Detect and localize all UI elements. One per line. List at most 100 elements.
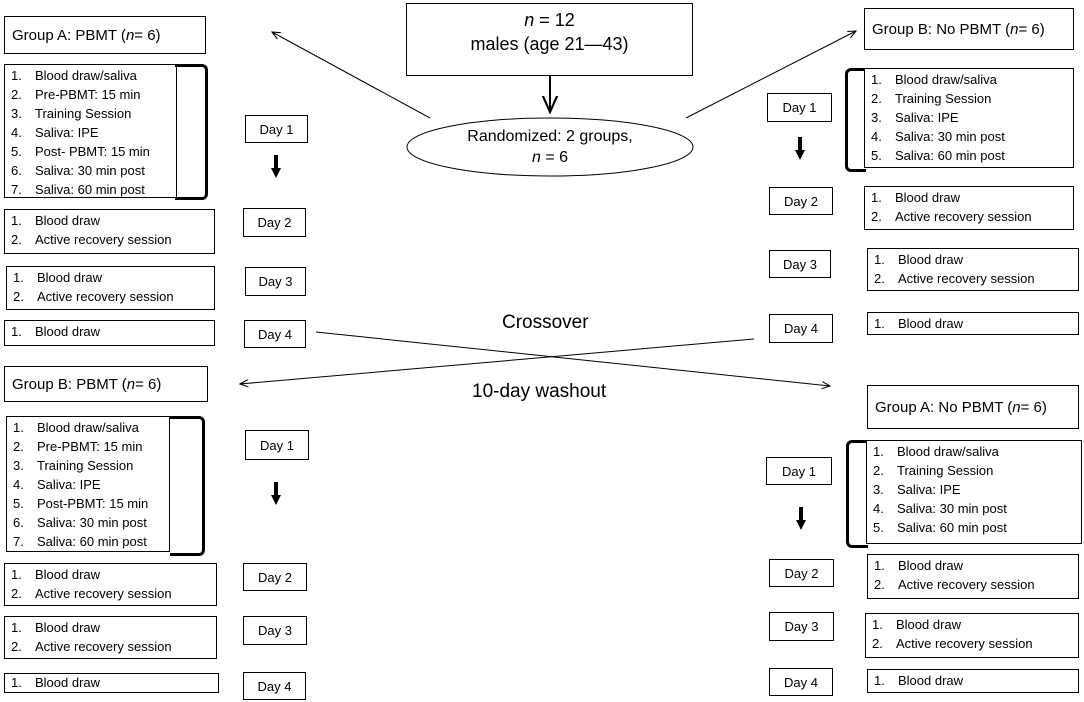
list-item-number: 1. <box>11 675 22 690</box>
list-item-text: Blood draw <box>898 558 964 573</box>
list-item-number: 6. <box>13 515 24 530</box>
list-item: 3.Training Session <box>11 456 165 475</box>
arrow-to-group-b <box>685 31 856 119</box>
list-item: 2.Pre-PBMT: 15 min <box>9 85 172 104</box>
down-arrow-b2 <box>271 482 281 505</box>
list-item: 2.Active recovery session <box>872 269 1074 288</box>
list-item-text: Saliva: 60 min post <box>37 534 147 549</box>
list-item-text: Saliva: 60 min post <box>35 182 145 197</box>
group-a-no-pbmt-title: Group A: No PBMT (n = 6) <box>867 385 1079 429</box>
list-item: 4.Saliva: IPE <box>11 475 165 494</box>
list-item: 3. Training Session <box>9 104 172 123</box>
sample-size-box: n = 12 males (age 21—43) <box>406 3 693 76</box>
list-item-number: 3. <box>871 110 882 125</box>
list-item-number: 4. <box>871 129 882 144</box>
group-b-pbmt-day3: Day 3 <box>243 616 307 645</box>
group-b-day2: Day 2 <box>769 187 833 215</box>
randomized-label: Randomized: 2 groups, n = 6 <box>467 128 633 166</box>
list-item: 5.Saliva: 60 min post <box>869 146 1069 165</box>
list-item-number: 4. <box>11 125 22 140</box>
list-item: 1.Blood draw <box>872 250 1074 269</box>
group-a-no-pbmt-bracket <box>846 440 868 548</box>
list-item-number: 5. <box>873 520 884 535</box>
list-item-number: 2. <box>872 636 883 651</box>
list-item-number: 1. <box>871 72 882 87</box>
list-item-text: Active recovery session <box>37 289 174 304</box>
list-item: 1. Blood draw <box>9 618 212 637</box>
group-a-no-pbmt-day4: Day 4 <box>769 668 833 696</box>
list-item: 1.Blood draw <box>869 188 1069 207</box>
list-item-number: 3. <box>11 106 22 121</box>
group-a-day1: Day 1 <box>245 115 308 143</box>
list-item: 4.Saliva: 30 min post <box>871 499 1077 518</box>
list-item: 1.Blood draw <box>872 314 1074 333</box>
list-item: 1. Blood draw <box>9 565 212 584</box>
list-item-text: Active recovery session <box>35 232 172 247</box>
group-a-no-pbmt-day4-list: 1.Blood draw <box>867 669 1079 693</box>
group-b-pbmt-title: Group B: PBMT (n = 6) <box>4 366 208 402</box>
list-item: 2. Training Session <box>871 461 1077 480</box>
list-item-number: 2. <box>871 91 882 106</box>
list-item-text: Saliva: IPE <box>35 125 99 140</box>
list-item: 6. Saliva: 30 min post <box>11 513 165 532</box>
group-a-day3: Day 3 <box>245 267 306 296</box>
list-item-number: 1. <box>11 620 22 635</box>
list-item-text: Blood draw <box>35 620 101 635</box>
list-item: 6.Saliva: 30 min post <box>9 161 172 180</box>
list-item-number: 1. <box>874 316 885 331</box>
list-item: 5.Post- PBMT: 15 min <box>9 142 172 161</box>
crossover-label: Crossover <box>502 312 589 333</box>
list-item: 7.Saliva: 60 min post <box>9 180 172 199</box>
list-item-text: Active recovery session <box>35 639 172 654</box>
list-item-text: Blood draw/saliva <box>895 72 997 87</box>
list-item-number: 1. <box>11 567 22 582</box>
list-item: 2.Active recovery session <box>11 287 210 306</box>
list-item-number: 2. <box>11 639 22 654</box>
group-b-pbmt-day2: Day 2 <box>243 563 307 591</box>
group-a-no-pbmt-day1-list: 1.Blood draw/saliva 2. Training Session 3.S… <box>866 440 1082 544</box>
list-item-text: Training Session <box>35 106 132 121</box>
list-item-text: Active recovery session <box>898 577 1035 592</box>
list-item-text: Saliva: IPE <box>895 110 959 125</box>
list-item-text: Blood draw <box>35 675 101 690</box>
list-item: 4.Saliva: 30 min post <box>869 127 1069 146</box>
list-item-number: 5. <box>871 148 882 163</box>
list-item: 1.Blood draw <box>11 268 210 287</box>
list-item-text: Training Session <box>37 458 134 473</box>
list-item: 2.Active recovery session <box>870 634 1074 653</box>
list-item-text: Training Session <box>897 463 994 478</box>
list-item-text: Saliva: 30 min post <box>37 515 147 530</box>
group-b-pbmt-bracket <box>170 416 205 556</box>
list-item-number: 5. <box>13 496 24 511</box>
list-item-number: 2. <box>874 271 885 286</box>
group-a-no-pbmt-day1: Day 1 <box>766 457 832 485</box>
group-b-no-pbmt-bracket <box>845 68 866 172</box>
list-item: 1. Blood draw/saliva <box>869 70 1069 89</box>
list-item-text: Blood draw <box>35 567 101 582</box>
list-item-text: Active recovery session <box>35 586 172 601</box>
list-item-number: 1. <box>11 68 22 83</box>
group-a-pbmt-title: Group A: PBMT (n = 6) <box>4 16 206 54</box>
group-b-day1: Day 1 <box>767 93 832 122</box>
list-item-number: 1. <box>872 617 883 632</box>
list-item-text: Saliva: IPE <box>897 482 961 497</box>
list-item-number: 1. <box>871 190 882 205</box>
list-item: 1.Blood draw/saliva <box>871 442 1077 461</box>
list-item-number: 1. <box>874 252 885 267</box>
group-a-pbmt-day4-list: 1.Blood draw <box>4 320 215 346</box>
list-item-number: 2. <box>873 463 884 478</box>
list-item: 2.Pre-PBMT: 15 min <box>11 437 165 456</box>
list-item: 1.Blood draw <box>870 615 1074 634</box>
list-item: 3.Saliva: IPE <box>871 480 1077 499</box>
list-item-number: 2. <box>11 87 22 102</box>
list-item-text: Saliva: 60 min post <box>897 520 1007 535</box>
list-item-number: 2. <box>13 439 24 454</box>
n-total-line: n = 12 <box>524 10 575 30</box>
